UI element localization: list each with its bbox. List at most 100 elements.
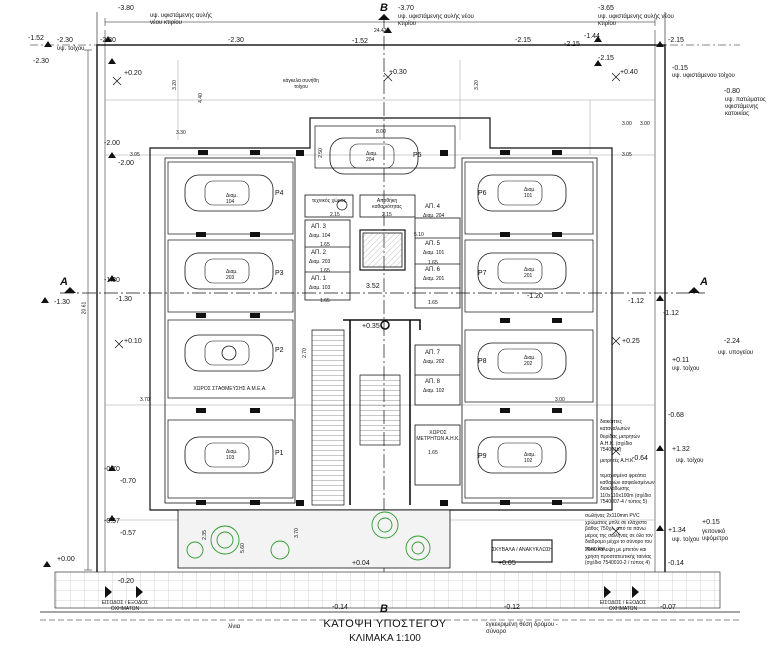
core-walls: [343, 319, 421, 505]
parking-apt-p9: Διαμ. 102: [524, 452, 536, 464]
dim-left-span: 20.61: [81, 301, 88, 315]
dim-270: 2.70: [301, 348, 308, 358]
level-right-d: -0.80: [724, 88, 740, 95]
note-meter-box: θυρίδας μετρητών Α.Η.Κ. (σχέδιο 754001b): [600, 434, 640, 453]
parking-apt-p7: Διαμ. 201: [524, 267, 536, 279]
drawing-scale: ΚΛΙΜΑΚΑ 1:100: [349, 633, 421, 644]
parking-apt-p8: Διαμ. 202: [524, 355, 536, 367]
note-pipe: σωλήνας 2x110mm PVC χρώματος μπλε σε ελά…: [585, 513, 653, 552]
storage-apt-2: Διαμ. 203: [309, 259, 331, 265]
section-letter-b-bottom: B: [380, 603, 388, 615]
car-p4: [184, 174, 274, 212]
level-row2-f: -2.15: [564, 41, 580, 48]
level-top-center-text: υψ. υφιστάμενης αυλής νέου κτιρίου: [398, 14, 474, 27]
storage-apt-7: Διαμ. 202: [423, 359, 445, 365]
section-letter-a-right: A: [700, 276, 708, 288]
meter-room-label: ΧΩΡΟΣ ΜΕΤΡΗΤΩΝ Α.Η.Κ.: [416, 430, 460, 442]
parking-bays-left: [167, 161, 294, 499]
room-technical: τεχνικός χώρος: [312, 198, 346, 204]
level-top-left: -3.80: [118, 5, 134, 12]
storage-apt-4: Διαμ. 204: [423, 213, 445, 219]
level-center-b: +0.05: [498, 560, 516, 567]
dim-370b: 3.70: [293, 528, 300, 538]
level-center-a: +0.04: [352, 560, 370, 567]
dim-330: 3.30: [176, 130, 186, 136]
level-bottom-a: -0.14: [332, 604, 348, 611]
columns: [196, 150, 562, 506]
level-left-i: +0.10: [124, 338, 142, 345]
parking-label-p8: P8: [478, 358, 487, 365]
dim-320b: 3.20: [473, 80, 480, 90]
left-dimension-line: [84, 49, 92, 571]
dim-215: 2.15: [382, 212, 392, 218]
dim-250: 2.50: [317, 148, 324, 158]
level-top-right-text: υψ. υφιστάμενης αυλής νέου κτιρίου: [598, 14, 674, 27]
top-dimension-line: [104, 18, 656, 26]
level-center-c: +0.35: [362, 323, 380, 330]
level-right-g: -1.12: [663, 310, 679, 317]
level-left-g: -1.30: [54, 299, 70, 306]
level-left-o: -0.20: [118, 578, 134, 585]
storage-label-8: ΑΠ. 8: [425, 379, 441, 385]
level-right-i-text: υψ. υπογείου: [718, 350, 754, 356]
line-label: λίνια: [228, 624, 241, 630]
storage-apt-8: Διαμ. 102: [423, 388, 445, 394]
level-left-d: -2.00: [104, 140, 120, 147]
entrance-right-label: ΕΙΣΟΔΟΣ / ΕΞΟΔΟΣ ΟΧΗΜΑΤΩΝ: [599, 600, 647, 612]
central-core: [304, 194, 461, 486]
storage-label-7: ΑΠ. 7: [425, 350, 441, 356]
level-right-b: +0.40: [620, 69, 638, 76]
level-right-o: +0.15: [702, 519, 720, 526]
storage-label-6: ΑΠ. 6: [425, 267, 441, 273]
entrance-arrows: [105, 586, 639, 598]
section-arrow-a-right: [688, 287, 700, 293]
parking-apt-p4: Διαμ. 104: [226, 193, 238, 205]
level-right-f: -1.12: [628, 298, 644, 305]
level-row2-b: -2.30: [100, 37, 116, 44]
section-arrow-b-top: [378, 14, 390, 20]
level-center-top: +0.30: [389, 69, 407, 76]
section-letter-a-left: A: [60, 276, 68, 288]
storage-label-1: ΑΠ. 1: [311, 276, 327, 282]
level-top-right: -3.65: [598, 5, 614, 12]
parking-zone-label: ΧΩΡΟΣ ΣΤΑΘΜΕΥΣΗΣ Α.Μ.Ε.Α.: [193, 386, 267, 392]
level-bottom-b: -0.12: [504, 604, 520, 611]
note-cover: 20εκ. κάλυψη με μπετόν και χρήση προστατ…: [585, 547, 652, 566]
level-row2-d: -2.15: [515, 37, 531, 44]
level-right-h: +0.25: [622, 338, 640, 345]
storage-apt-6: Διαμ. 201: [423, 276, 445, 282]
paving-strip: [54, 571, 721, 609]
storage-label-2: ΑΠ. 2: [311, 250, 327, 256]
dim-510: 5.10: [414, 232, 424, 238]
parking-label-p2: P2: [275, 347, 284, 354]
car-p1: [184, 436, 274, 474]
level-row2-left: -2.30: [57, 37, 73, 44]
level-right-a: -2.15: [598, 55, 614, 62]
parking-label-p4: P4: [275, 190, 284, 197]
section-arrow-a-left: [64, 287, 76, 293]
parking-bays-right: [464, 161, 594, 499]
ramp-steps: [311, 329, 345, 506]
lift-marker: [336, 199, 348, 211]
level-right-d-text: υψ. πατώματος υφιστάμενης κατοικίας: [725, 97, 766, 117]
cross-markers: [112, 72, 621, 536]
level-right-n-text: υψ. τοίχου: [672, 537, 700, 543]
dim-165e: 1.65: [428, 300, 438, 306]
dim-305: 3.05: [130, 152, 140, 158]
car-symbols: [184, 137, 567, 474]
level-top-left-text: υψ. υφιστάμενης αυλής νέου κτιρίου: [150, 13, 212, 26]
level-right-k: -0.68: [668, 412, 684, 419]
level-right-o-text: γειτονικό υψόμετρο: [702, 529, 729, 542]
dim-800: 8.00: [376, 129, 386, 135]
dim-165a: 1.65: [320, 242, 330, 248]
dim-300c: 3.00: [640, 121, 650, 127]
dim-440: 4.40: [197, 93, 204, 103]
dim-352: 3.52: [366, 283, 380, 290]
parking-label-p9: P9: [478, 453, 487, 460]
car-p7: [477, 252, 567, 290]
level-left-h: -1.30: [116, 296, 132, 303]
parking-label-p7: P7: [478, 270, 487, 277]
level-right-l: +1.32: [672, 446, 690, 453]
level-bottom-c: -0.07: [660, 604, 676, 611]
